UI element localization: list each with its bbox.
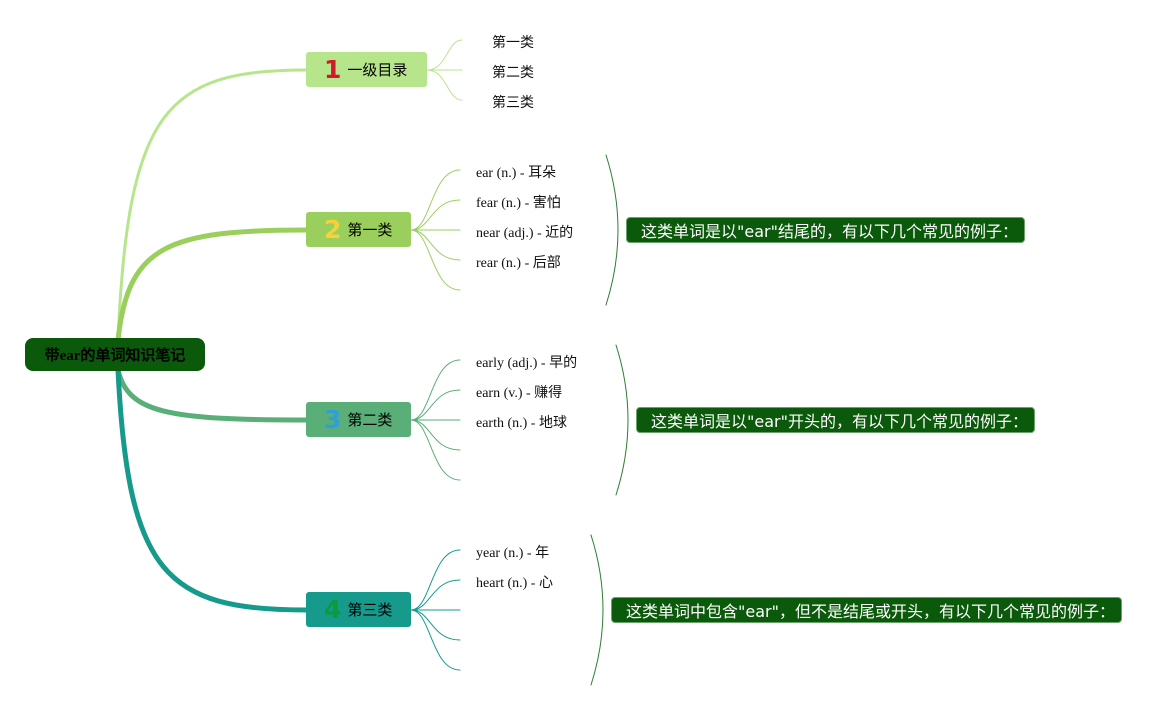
branch-node-1[interactable]: 1 一级目录 [306, 52, 427, 87]
branch-number-1: 1 [324, 55, 342, 84]
leaf-item[interactable]: heart (n.) - 心 [476, 576, 553, 591]
trunk-line [115, 367, 309, 613]
trunk-line [116, 68, 308, 342]
leaf-item[interactable]: earth (n.) - 地球 [476, 416, 567, 431]
summary-note-3[interactable]: 这类单词中包含"ear"，但不是结尾或开头，有以下几个常见的例子： [611, 597, 1122, 623]
note-text: 这类单词是以"ear"开头的，有以下几个常见的例子： [651, 412, 1028, 431]
leaf-item[interactable]: 第一类 [492, 36, 534, 51]
leaf-item[interactable]: fear (n.) - 害怕 [476, 196, 561, 211]
summary-note-2[interactable]: 这类单词是以"ear"开头的，有以下几个常见的例子： [636, 407, 1035, 433]
leaf-line [410, 609, 461, 671]
leaf-line [426, 69, 463, 101]
branch-node-3[interactable]: 3 第二类 [306, 402, 411, 437]
branch-label-4: 第三类 [347, 601, 393, 619]
leaf-line [410, 419, 461, 481]
branch-label-1: 一级目录 [347, 61, 408, 79]
leaf-line [426, 39, 463, 71]
note-text: 这类单词中包含"ear"，但不是结尾或开头，有以下几个常见的例子： [626, 602, 1115, 621]
leaf-line [410, 359, 461, 421]
summary-brace [615, 344, 629, 496]
leaf-line [410, 199, 461, 231]
leaf-item[interactable]: ear (n.) - 耳朵 [476, 166, 557, 181]
leaf-line [410, 609, 461, 641]
summary-brace [605, 154, 619, 306]
leaf-line [410, 419, 461, 451]
leaf-item[interactable]: earn (v.) - 赚得 [476, 386, 563, 401]
summary-brace [590, 534, 604, 686]
branch-node-2[interactable]: 2 第一类 [306, 212, 411, 247]
summary-note-1[interactable]: 这类单词是以"ear"结尾的，有以下几个常见的例子： [626, 217, 1025, 243]
root-node[interactable]: 带ear的单词知识笔记 [25, 338, 205, 371]
leaf-line [410, 229, 461, 261]
leaf-item[interactable]: rear (n.) - 后部 [476, 256, 561, 271]
branch-node-4[interactable]: 4 第三类 [306, 592, 411, 627]
trunk-line [115, 227, 309, 343]
leaf-item[interactable]: 第二类 [492, 66, 534, 81]
leaf-line [410, 389, 461, 421]
leaf-item[interactable]: near (adj.) - 近的 [476, 226, 574, 241]
note-text: 这类单词是以"ear"结尾的，有以下几个常见的例子： [641, 222, 1018, 241]
leaf-line [410, 579, 461, 611]
branch-number-4: 4 [324, 595, 342, 624]
branch-number-3: 3 [324, 405, 342, 434]
leaf-line [410, 549, 461, 611]
leaf-line [410, 229, 461, 291]
leaf-line [410, 169, 461, 231]
trunk-line [115, 367, 309, 423]
branch-label-2: 第一类 [347, 221, 393, 239]
branch-label-3: 第二类 [347, 411, 393, 429]
leaf-item[interactable]: early (adj.) - 早的 [476, 356, 578, 371]
leaf-item[interactable]: year (n.) - 年 [476, 546, 550, 561]
root-label: 带ear的单词知识笔记 [44, 348, 186, 364]
branch-number-2: 2 [324, 215, 342, 244]
leaf-item[interactable]: 第三类 [492, 96, 534, 111]
